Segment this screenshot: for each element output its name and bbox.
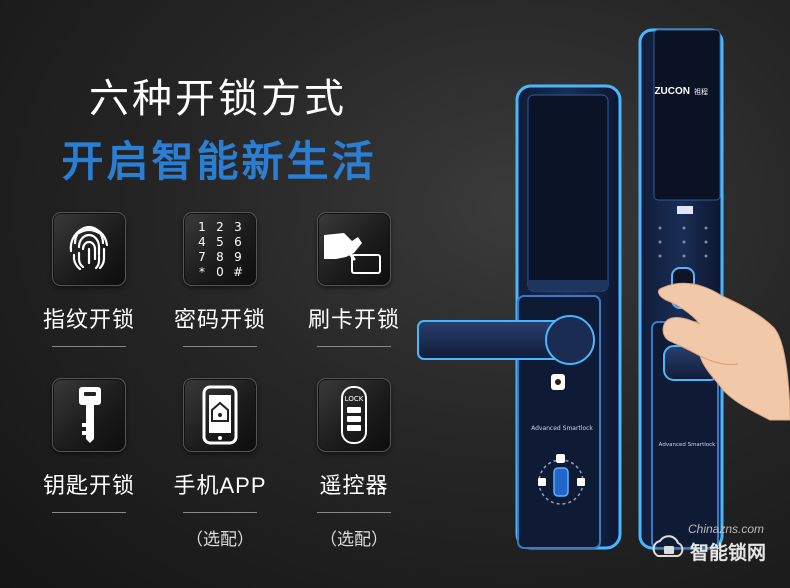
keypad-key: 3 bbox=[234, 220, 242, 234]
keypad-key: 4 bbox=[198, 235, 206, 249]
watermark-name: 智能锁网 bbox=[690, 543, 767, 564]
lock-brand-cn: 祖程 bbox=[694, 87, 708, 96]
keypad-key: 9 bbox=[234, 250, 242, 264]
feature-note: （选配） bbox=[320, 530, 388, 549]
lock-panel-text: Advanced Smartlock bbox=[531, 425, 593, 432]
card-swipe-icon bbox=[317, 212, 391, 286]
lock-left: Advanced Smartlock bbox=[417, 84, 622, 550]
keypad-key: # bbox=[233, 265, 243, 279]
remote-control-icon: LOCK bbox=[317, 378, 391, 452]
cloud-logo-icon bbox=[652, 535, 684, 557]
feature-label: 钥匙开锁 bbox=[42, 473, 135, 498]
hand-image bbox=[658, 282, 790, 421]
divider bbox=[317, 346, 391, 347]
fingerprint-icon bbox=[52, 212, 126, 286]
feature-label: 手机APP bbox=[173, 473, 267, 498]
headline-line1: 六种开锁方式 bbox=[89, 77, 347, 121]
keypad-key: 6 bbox=[234, 235, 242, 249]
feature-card: 刷卡开锁 bbox=[284, 212, 424, 347]
feature-note: （选配） bbox=[186, 530, 254, 549]
keypad-key: 2 bbox=[216, 220, 224, 234]
divider bbox=[317, 512, 391, 513]
remote-lock-text: LOCK bbox=[345, 395, 364, 403]
keypad-icon: 1 2 3 4 5 6 7 8 9 * 0 # bbox=[183, 212, 257, 286]
feature-phone-app: 手机APP （选配） bbox=[150, 378, 290, 550]
keypad-key: 7 bbox=[198, 250, 206, 264]
keypad-key: * bbox=[199, 265, 205, 279]
lock-brand: ZUCON bbox=[654, 86, 690, 97]
watermark-site: Chinazns.com bbox=[688, 522, 765, 536]
key-icon bbox=[52, 378, 126, 452]
keypad-key: 0 bbox=[216, 265, 224, 279]
keypad-key: 5 bbox=[216, 235, 224, 249]
feature-label: 遥控器 bbox=[319, 473, 389, 498]
divider bbox=[183, 512, 257, 513]
smart-lock-illustration: Advanced Smartlock ZUCON 祖程 Advanced Sma… bbox=[417, 28, 790, 550]
divider bbox=[183, 346, 257, 347]
feature-label: 刷卡开锁 bbox=[307, 307, 400, 332]
divider bbox=[52, 512, 126, 513]
headline-line2: 开启智能新生活 bbox=[61, 138, 377, 185]
feature-password: 1 2 3 4 5 6 7 8 9 * 0 # 密码开锁 bbox=[150, 212, 290, 347]
feature-label: 指纹开锁 bbox=[42, 307, 135, 332]
keypad-key: 8 bbox=[216, 250, 224, 264]
feature-fingerprint: 指纹开锁 bbox=[19, 212, 159, 347]
feature-label: 密码开锁 bbox=[173, 307, 266, 332]
phone-app-icon bbox=[183, 378, 257, 452]
watermark: Chinazns.com 智能锁网 bbox=[648, 520, 790, 580]
keypad-key: 1 bbox=[198, 220, 206, 234]
divider bbox=[52, 346, 126, 347]
feature-key: 钥匙开锁 bbox=[19, 378, 159, 513]
feature-remote: LOCK 遥控器 （选配） bbox=[284, 378, 424, 550]
lock-panel-text: Advanced Smartlock bbox=[659, 442, 716, 448]
